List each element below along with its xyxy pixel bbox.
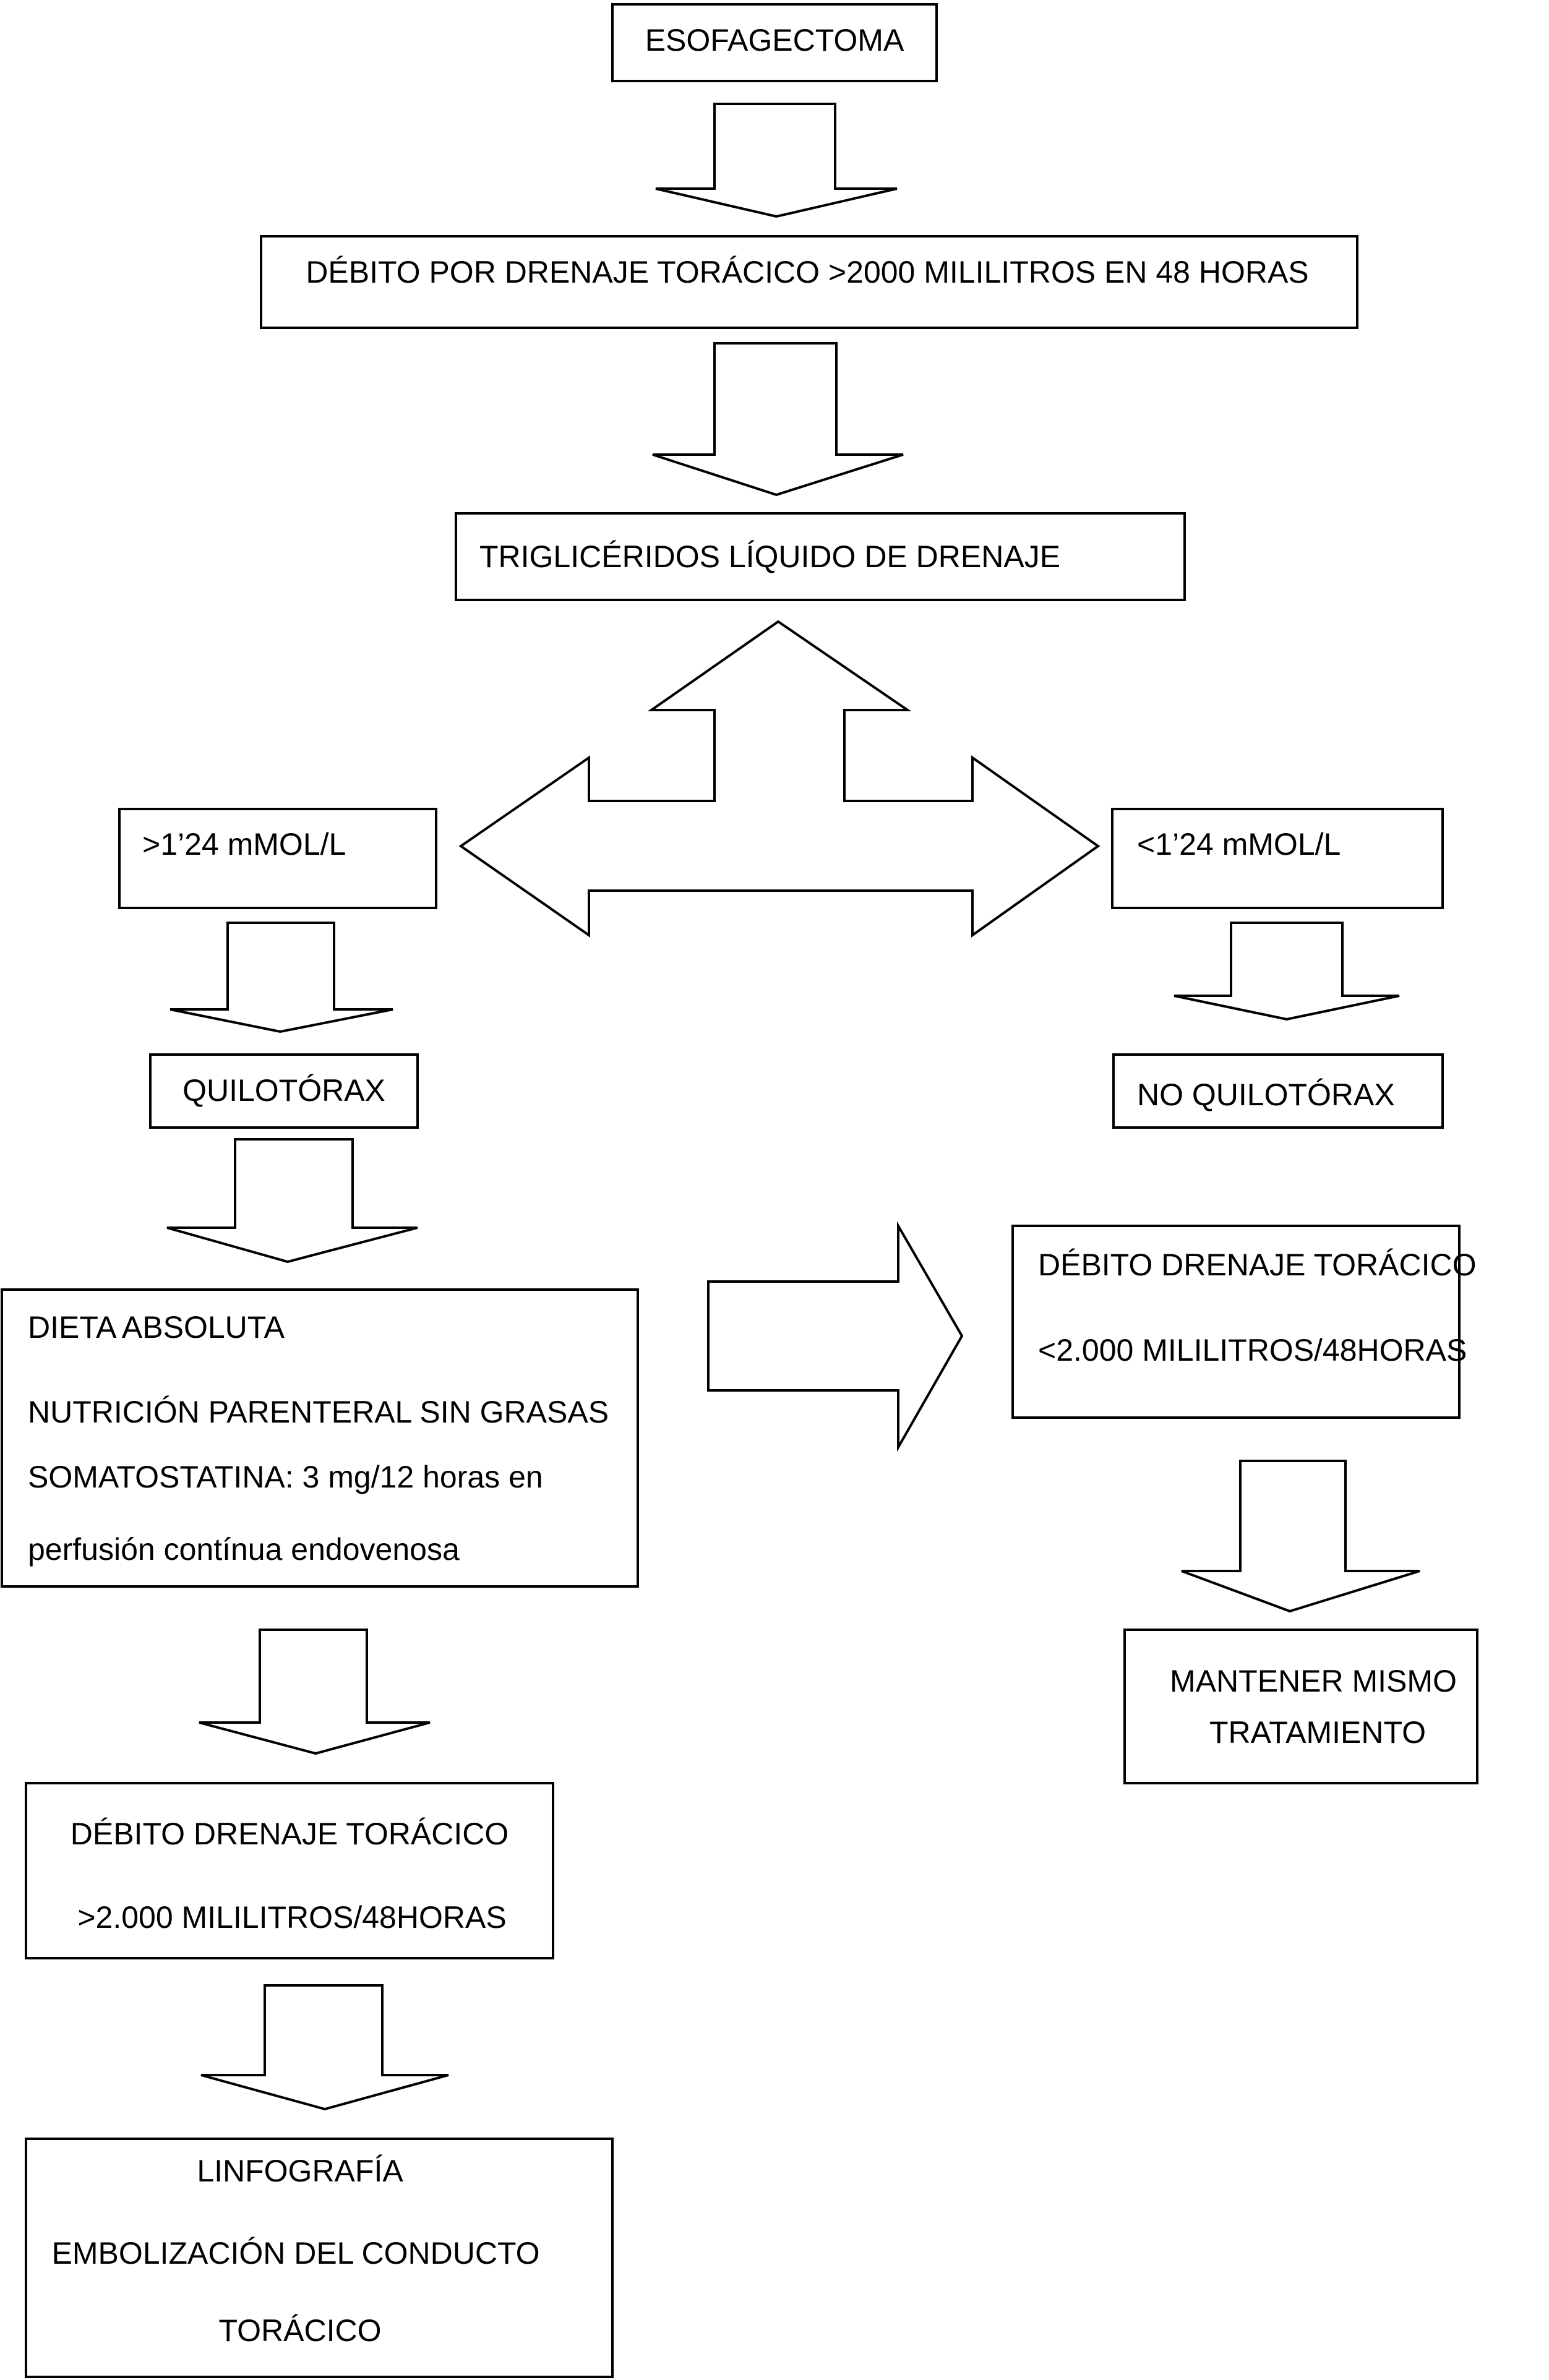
node-mantener: MANTENER MISMO TRATAMIENTO xyxy=(1123,1629,1478,1784)
node-esofagectomia-label: ESOFAGECTOMA xyxy=(645,23,904,58)
node-tratamiento-line3: SOMATOSTATINA: 3 mg/12 horas en xyxy=(28,1460,543,1494)
node-debito-bajo-line1: DÉBITO DRENAJE TORÁCICO xyxy=(1038,1248,1476,1282)
arrow-down-1 xyxy=(655,103,898,218)
node-menor-umbral: <1’24 mMOL/L xyxy=(1111,808,1444,909)
arrow-three-way xyxy=(458,620,1101,938)
node-mantener-line2: TRATAMIENTO xyxy=(1209,1715,1426,1750)
node-quilotorax-label: QUILOTÓRAX xyxy=(182,1073,385,1108)
node-debito-bajo-line2: <2.000 MILILITROS/48HORAS xyxy=(1038,1333,1467,1368)
node-trigliceridos: TRIGLICÉRIDOS LÍQUIDO DE DRENAJE xyxy=(455,512,1186,601)
node-debito-alto-line1: DÉBITO DRENAJE TORÁCICO xyxy=(71,1817,508,1851)
node-quilotorax: QUILOTÓRAX xyxy=(149,1053,419,1129)
arrow-right-horizontal xyxy=(707,1221,964,1452)
node-no-quilotorax: NO QUILOTÓRAX xyxy=(1112,1053,1444,1129)
node-no-quilotorax-label: NO QUILOTÓRAX xyxy=(1137,1077,1395,1112)
node-tratamiento-line2: NUTRICIÓN PARENTERAL SIN GRASAS xyxy=(28,1395,609,1429)
node-linfografia-line2: EMBOLIZACIÓN DEL CONDUCTO xyxy=(52,2236,540,2271)
arrow-down-left-1 xyxy=(169,922,393,1034)
arrow-down-right-2 xyxy=(1181,1460,1420,1613)
node-mantener-line1: MANTENER MISMO xyxy=(1170,1664,1457,1698)
node-menor-umbral-label: <1’24 mMOL/L xyxy=(1137,827,1341,862)
node-debito-inicial-label: DÉBITO POR DRENAJE TORÁCICO >2000 MILILI… xyxy=(306,255,1308,289)
arrow-down-left-3 xyxy=(199,1629,431,1755)
node-tratamiento: DIETA ABSOLUTA NUTRICIÓN PARENTERAL SIN … xyxy=(1,1288,639,1588)
node-linfografia: LINFOGRAFÍA EMBOLIZACIÓN DEL CONDUCTO TO… xyxy=(25,2138,614,2378)
node-tratamiento-line4: perfusión contínua endovenosa xyxy=(28,1532,460,1567)
arrow-down-left-4 xyxy=(200,1984,449,2111)
node-tratamiento-line1: DIETA ABSOLUTA xyxy=(28,1310,285,1345)
arrow-down-right-1 xyxy=(1174,922,1400,1021)
arrow-down-left-2 xyxy=(166,1138,418,1264)
node-trigliceridos-label: TRIGLICÉRIDOS LÍQUIDO DE DRENAJE xyxy=(479,539,1060,574)
node-debito-alto-line2: >2.000 MILILITROS/48HORAS xyxy=(77,1900,506,1935)
node-mayor-umbral: >1’24 mMOL/L xyxy=(118,808,437,909)
node-linfografia-line3: TORÁCICO xyxy=(219,2313,382,2348)
node-debito-alto: DÉBITO DRENAJE TORÁCICO >2.000 MILILITRO… xyxy=(25,1782,554,1959)
node-esofagectomia: ESOFAGECTOMA xyxy=(611,3,938,82)
arrow-down-2 xyxy=(652,342,904,497)
node-debito-bajo: DÉBITO DRENAJE TORÁCICO <2.000 MILILITRO… xyxy=(1011,1225,1476,1419)
node-mayor-umbral-label: >1’24 mMOL/L xyxy=(142,827,346,862)
node-debito-inicial: DÉBITO POR DRENAJE TORÁCICO >2000 MILILI… xyxy=(260,235,1358,329)
node-linfografia-line1: LINFOGRAFÍA xyxy=(197,2154,403,2188)
